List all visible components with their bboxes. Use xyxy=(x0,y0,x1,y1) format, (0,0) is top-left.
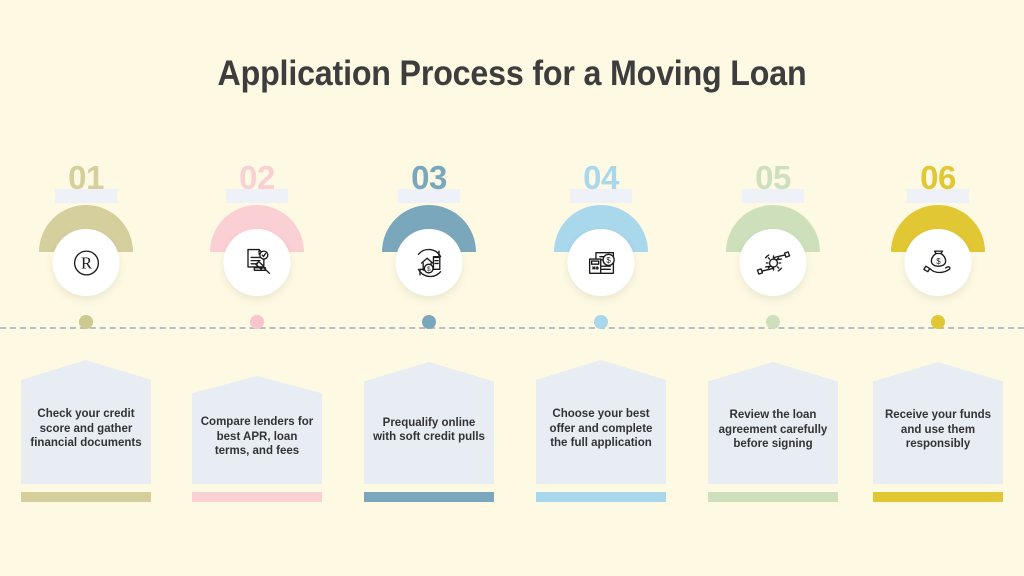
hands-gear-icon xyxy=(754,244,792,282)
step-number-03: 03 xyxy=(343,159,515,203)
step-card-bar-06 xyxy=(873,492,1003,502)
step-card-bar-01 xyxy=(21,492,151,502)
timeline-dot-02 xyxy=(250,315,264,329)
timeline-dot-06 xyxy=(931,315,945,329)
step-card-01: Check your credit score and gather finan… xyxy=(21,360,151,484)
hand-money-bag-icon: $ xyxy=(919,244,957,282)
house-refinance-icon: $ xyxy=(410,244,448,282)
number-highlight xyxy=(55,189,117,203)
timeline-dot-03 xyxy=(422,315,436,329)
step-card-text: Check your credit score and gather finan… xyxy=(30,408,142,450)
page-title: Application Process for a Moving Loan xyxy=(217,54,807,93)
icon-circle-02 xyxy=(223,229,291,296)
timeline-dot-05 xyxy=(766,315,780,329)
step-05: 05 Review the loan agreement car xyxy=(687,0,859,576)
document-gavel-icon xyxy=(238,244,276,282)
timeline-dot-01 xyxy=(79,315,93,329)
svg-text:$: $ xyxy=(426,266,430,273)
step-number-label: 03 xyxy=(411,159,447,196)
step-number-label: 02 xyxy=(239,159,275,196)
step-number-05: 05 xyxy=(687,159,859,203)
step-06: 06 $ Receive your funds and use them res… xyxy=(852,0,1024,576)
step-card-02: Compare lenders for best APR, loan terms… xyxy=(192,376,322,484)
step-card-04: Choose your best offer and complete the … xyxy=(536,360,666,484)
icon-circle-04: $ xyxy=(567,229,635,296)
step-card-text: Prequalify online with soft credit pulls xyxy=(373,416,485,444)
number-highlight xyxy=(570,189,632,203)
step-card-bar-05 xyxy=(708,492,838,502)
number-highlight xyxy=(907,189,969,203)
calculator-invoice-icon: $ xyxy=(582,244,620,282)
step-number-04: 04 xyxy=(515,159,687,203)
step-card-bar-02 xyxy=(192,492,322,502)
step-card-06: Receive your funds and use them responsi… xyxy=(873,362,1003,484)
step-number-label: 05 xyxy=(755,159,791,196)
step-number-label: 01 xyxy=(68,159,104,196)
step-card-05: Review the loan agreement carefully befo… xyxy=(708,362,838,484)
timeline-dashed-line xyxy=(0,327,1024,329)
step-card-text: Review the loan agreement carefully befo… xyxy=(718,409,828,451)
step-card-03: Prequalify online with soft credit pulls xyxy=(364,362,494,484)
step-number-02: 02 xyxy=(171,159,343,203)
step-card-bar-03 xyxy=(364,492,494,502)
svg-text:$: $ xyxy=(936,256,941,265)
svg-text:R: R xyxy=(80,253,92,272)
number-highlight xyxy=(226,189,288,203)
registered-rating-icon: R xyxy=(67,244,105,282)
step-card-text: Choose your best offer and complete the … xyxy=(549,408,653,450)
icon-circle-05 xyxy=(739,229,807,296)
timeline-dot-04 xyxy=(594,315,608,329)
icon-circle-03: $ xyxy=(395,229,463,296)
number-highlight xyxy=(742,189,804,203)
step-card-text: Receive your funds and use them responsi… xyxy=(884,409,992,451)
svg-text:$: $ xyxy=(606,256,611,265)
step-card-text: Compare lenders for best APR, loan terms… xyxy=(200,416,314,458)
step-number-01: 01 xyxy=(0,159,172,203)
step-02: 02 Compare xyxy=(171,0,343,576)
step-01: 01 R Check your credit score and gather … xyxy=(0,0,172,576)
step-card-bar-04 xyxy=(536,492,666,502)
step-number-label: 04 xyxy=(583,159,619,196)
icon-circle-01: R xyxy=(52,229,120,296)
step-04: 04 $ xyxy=(515,0,687,576)
step-03: 03 $ xyxy=(343,0,515,576)
step-number-06: 06 xyxy=(852,159,1024,203)
icon-circle-06: $ xyxy=(904,229,972,296)
step-number-label: 06 xyxy=(920,159,956,196)
number-highlight xyxy=(398,189,460,203)
